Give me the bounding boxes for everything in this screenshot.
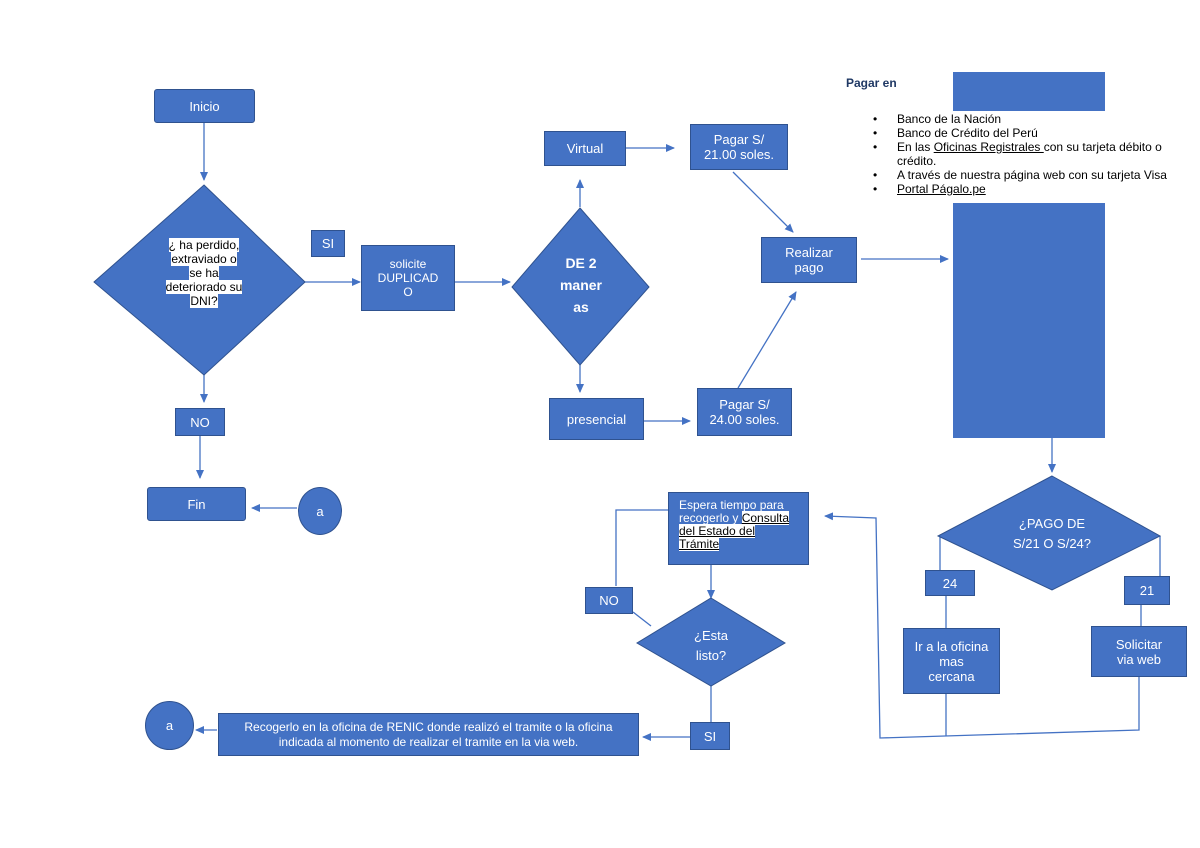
connector-line: [632, 611, 652, 627]
payment-side-box: [953, 203, 1105, 438]
wait-text: recogerlo y: [679, 511, 742, 525]
connector-a-right: a: [298, 487, 342, 535]
no-label-left: NO: [175, 408, 225, 436]
connector-line: [737, 291, 797, 389]
question-line: se ha: [189, 266, 219, 280]
connector-a-left: a: [145, 701, 194, 750]
connector-line: [824, 512, 1140, 739]
payment-header-box: [953, 72, 1105, 111]
decision-two-ways-shape: [511, 207, 650, 366]
si-label-bottom: SI: [690, 722, 730, 750]
no-label-loop: NO: [585, 587, 633, 614]
payment-item-text: A través de nuestra página web con su ta…: [897, 168, 1167, 182]
request-duplicate-node: solicite DUPLICAD O: [361, 245, 455, 311]
payment-title: Pagar en: [846, 76, 897, 90]
payment-item-text: Banco de Crédito del Perú: [897, 126, 1038, 140]
si-label-top: SI: [311, 230, 345, 257]
question-line: deteriorado su: [165, 280, 243, 294]
decision-ready-text: ¿Esta listo?: [694, 628, 728, 663]
decision-amount-shape: [936, 475, 1162, 591]
end-node: Fin: [147, 487, 246, 521]
pagalo-portal-link[interactable]: Portal Págalo.pe: [897, 182, 986, 196]
decision-ready-shape: [636, 597, 786, 687]
pay-24-node: Pagar S/ 24.00 soles.: [697, 388, 792, 436]
virtual-node: Virtual: [544, 131, 626, 166]
presencial-node: presencial: [549, 398, 644, 440]
question-line: DNI?: [190, 294, 218, 308]
wait-text: Espera tiempo para: [679, 498, 784, 512]
status-query-link[interactable]: Consulta: [741, 511, 790, 525]
wait-node: Espera tiempo para recogerlo y Consulta …: [668, 492, 809, 565]
payment-item-text: En las: [897, 140, 934, 154]
start-node: Inicio: [154, 89, 255, 123]
make-payment-node: Realizar pago: [761, 237, 857, 283]
payment-item: Banco de Crédito del Perú: [873, 126, 1193, 140]
request-web-node: Solicitar via web: [1091, 626, 1187, 677]
status-query-link[interactable]: Trámite: [679, 537, 720, 551]
option-21-label: 21: [1124, 576, 1170, 605]
decision-lost-text: ¿ ha perdido, extraviado o se ha deterio…: [150, 238, 258, 308]
payment-list: Banco de la Nación Banco de Crédito del …: [873, 112, 1193, 196]
status-query-link[interactable]: del Estado del: [679, 524, 756, 538]
payment-item: En las Oficinas Registrales con su tarje…: [873, 140, 1193, 168]
payment-item-text: Banco de la Nación: [897, 112, 1002, 126]
question-line: ¿ ha perdido,: [168, 238, 240, 252]
question-line: extraviado o: [171, 252, 237, 266]
decision-two-ways-text: DE 2 maner as: [559, 255, 603, 315]
connector-line: [615, 509, 668, 586]
payment-item-text: con su tarjeta débito o crédito.: [897, 140, 1162, 168]
pay-21-node: Pagar S/ 21.00 soles.: [690, 124, 788, 170]
pickup-node: Recogerlo en la oficina de RENIC donde r…: [218, 713, 639, 756]
decision-amount-text: ¿PAGO DE S/21 O S/24?: [1012, 516, 1092, 551]
registral-offices-link[interactable]: Oficinas Registrales: [933, 140, 1044, 154]
payment-item: Banco de la Nación: [873, 112, 1193, 126]
connector-line: [732, 171, 794, 233]
payment-item: Portal Págalo.pe: [873, 182, 1193, 196]
go-office-node: Ir a la oficina mas cercana: [903, 628, 1000, 694]
payment-item: A través de nuestra página web con su ta…: [873, 168, 1193, 182]
option-24-label: 24: [925, 570, 975, 596]
